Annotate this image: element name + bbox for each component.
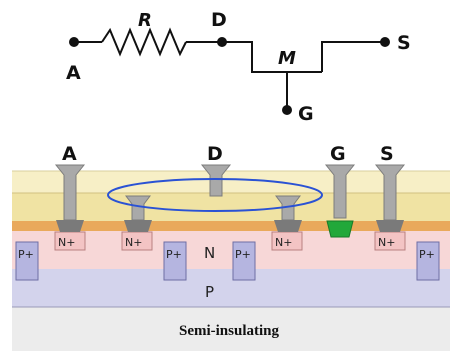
contact-a-label: A [62,143,77,165]
n-plus-label-1: N+ [58,236,75,249]
p-plus-label-4: P+ [419,248,435,261]
contact-plug-a [54,164,86,232]
p-plus-label-2: P+ [166,248,182,261]
node-g-label: G [298,103,314,125]
n-plus-label-4: N+ [378,236,395,249]
epi-layer-mid [12,193,450,221]
schematic: A R D M S G [66,9,411,125]
contact-plug-g [324,164,356,238]
node-d-dot [217,37,227,47]
contact-g-label: G [330,143,346,165]
p-region-label: P [205,283,214,301]
p-plus-well-2 [163,241,187,281]
metal-layer [12,221,450,231]
n-plus-label-3: N+ [275,236,292,249]
contact-plug-4 [274,195,302,232]
node-s-dot [380,37,390,47]
gate-electrode [326,220,354,238]
p-plus-label-1: P+ [18,248,34,261]
substrate-layer [12,307,450,351]
node-d-label: D [211,9,227,31]
node-a-dot [69,37,79,47]
device-cross-section: A D G S P+ P+ P+ P+ N+ N+ N+ N+ N P Semi… [12,143,450,351]
n-plus-label-2: N+ [125,236,142,249]
resistor-symbol [101,27,187,57]
p-plus-well-3 [232,241,256,281]
p-plus-well-1 [15,241,39,281]
p-plus-well-4 [416,241,440,281]
contact-plug-2 [124,195,152,232]
contact-d-label: D [207,143,223,165]
node-a-label: A [66,62,81,84]
resistor-label: R [138,10,152,31]
contact-s-label: S [380,143,394,165]
p-plus-label-3: P+ [235,248,251,261]
p-region [12,269,450,307]
contact-plug-s [374,164,406,232]
contact-plug-d [200,164,232,197]
n-region-label: N [204,244,215,262]
node-g-dot [282,105,292,115]
wire-source-to-s [321,41,384,72]
resistor-highlight-ellipse [107,178,323,212]
substrate-label: Semi-insulating [179,323,280,339]
transistor-label: M [278,48,296,69]
node-s-label: S [397,32,411,54]
wire-d-to-drain [222,41,263,73]
